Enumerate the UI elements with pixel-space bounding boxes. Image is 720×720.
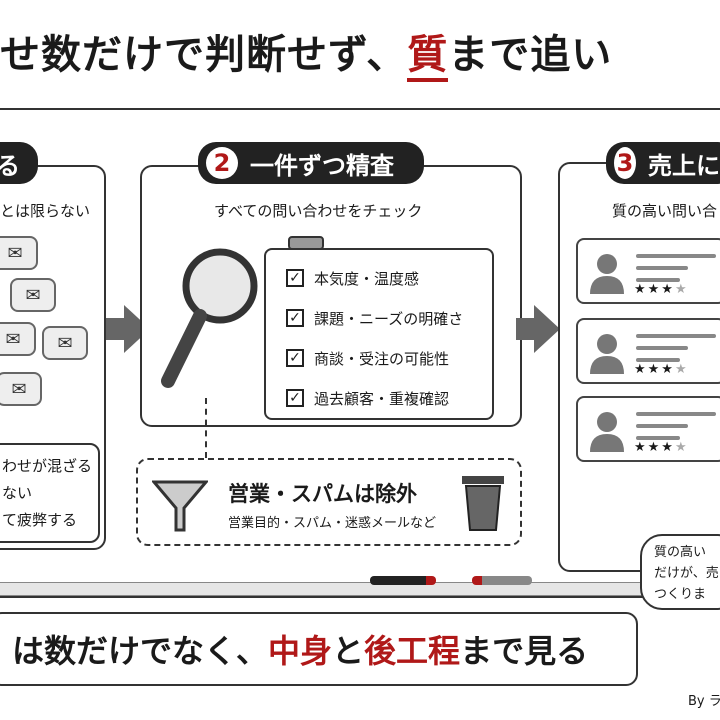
filter-box (136, 458, 522, 546)
step-number: 3 (614, 147, 636, 179)
star-icon: ★★★ (634, 282, 675, 297)
conclusion-banner: は数だけでなく、中身と後工程まで見る (0, 612, 638, 686)
clipboard-clip-icon (288, 236, 324, 250)
highlight-text: 中身 (268, 632, 333, 670)
star-icon: ★★★ (634, 362, 675, 377)
speech-bubble: 質の高いだけが、売つくりま (640, 534, 720, 610)
page-title: せ数だけで判断せず、質まで追い (0, 22, 613, 82)
person-icon (590, 334, 624, 374)
highlight-text: 後工程 (364, 632, 461, 670)
mail-icon: ✉ (42, 326, 88, 360)
mail-icon: ✉ (0, 372, 42, 406)
step-2-subtitle: すべての問い合わせをチェック (214, 202, 423, 220)
step-3-title: 売上に (648, 151, 720, 180)
checkbox-icon: ✓ (286, 389, 304, 407)
checkbox-icon: ✓ (286, 349, 304, 367)
mail-icon: ✉ (0, 236, 38, 270)
marker-icon (370, 576, 436, 585)
step-2-header: 2 一件ずつ精査 (198, 142, 424, 184)
trash-icon (462, 476, 504, 531)
mail-icon: ✉ (10, 278, 56, 312)
step-1-title: る (0, 151, 20, 180)
arrow-icon (534, 305, 560, 353)
title-highlight: 質 (407, 32, 449, 82)
lead-card: ★★★★ (576, 318, 720, 384)
star-icon: ★★★ (634, 440, 675, 455)
dashed-connector (205, 398, 207, 458)
checkbox-icon: ✓ (286, 309, 304, 327)
marker-icon (472, 576, 532, 585)
checkbox-icon: ✓ (286, 269, 304, 287)
magnifier-icon (161, 248, 258, 388)
step-2-title: 一件ずつ精査 (250, 151, 394, 180)
title-text: せ数だけで判断せず、 (0, 32, 408, 78)
arrow-icon (106, 318, 126, 340)
note-line: ない (2, 484, 33, 502)
star-icon: ★ (674, 362, 689, 377)
step-number: 2 (206, 147, 238, 179)
filter-subtitle: 営業目的・スパム・迷惑メールなど (228, 516, 437, 531)
step-1-note: わせが混ざるないて疲弊する (0, 443, 100, 543)
checklist-item: ✓過去顧客・重複確認 (286, 378, 472, 418)
filter-title: 営業・スパムは除外 (228, 482, 417, 506)
star-icon: ★ (674, 440, 689, 455)
arrow-icon (516, 318, 536, 340)
title-text-end: まで追い (448, 32, 613, 78)
step-1-subtitle: とは限らない (0, 202, 91, 220)
checklist-item: ✓本気度・温度感 (286, 258, 472, 298)
credit-text: By ラ (688, 694, 720, 709)
funnel-icon (152, 480, 208, 532)
lead-card: ★★★★ (576, 238, 720, 304)
star-icon: ★ (674, 282, 689, 297)
step-1-header: る (0, 142, 38, 184)
step-3-header: 3 売上に (606, 142, 720, 184)
marker-tray (0, 582, 650, 596)
checklist-clipboard: ✓本気度・温度感 ✓課題・ニーズの明確さ ✓商談・受注の可能性 ✓過去顧客・重複… (264, 248, 494, 420)
person-icon (590, 254, 624, 294)
step-3-subtitle: 質の高い問い合 (612, 202, 718, 220)
mail-icon: ✉ (0, 322, 36, 356)
checklist-item: ✓商談・受注の可能性 (286, 338, 472, 378)
whiteboard (0, 108, 720, 598)
note-line: て疲弊する (2, 511, 78, 529)
lead-card: ★★★★ (576, 396, 720, 462)
person-icon (590, 412, 624, 452)
note-line: わせが混ざる (2, 457, 93, 475)
checklist-item: ✓課題・ニーズの明確さ (286, 298, 472, 338)
